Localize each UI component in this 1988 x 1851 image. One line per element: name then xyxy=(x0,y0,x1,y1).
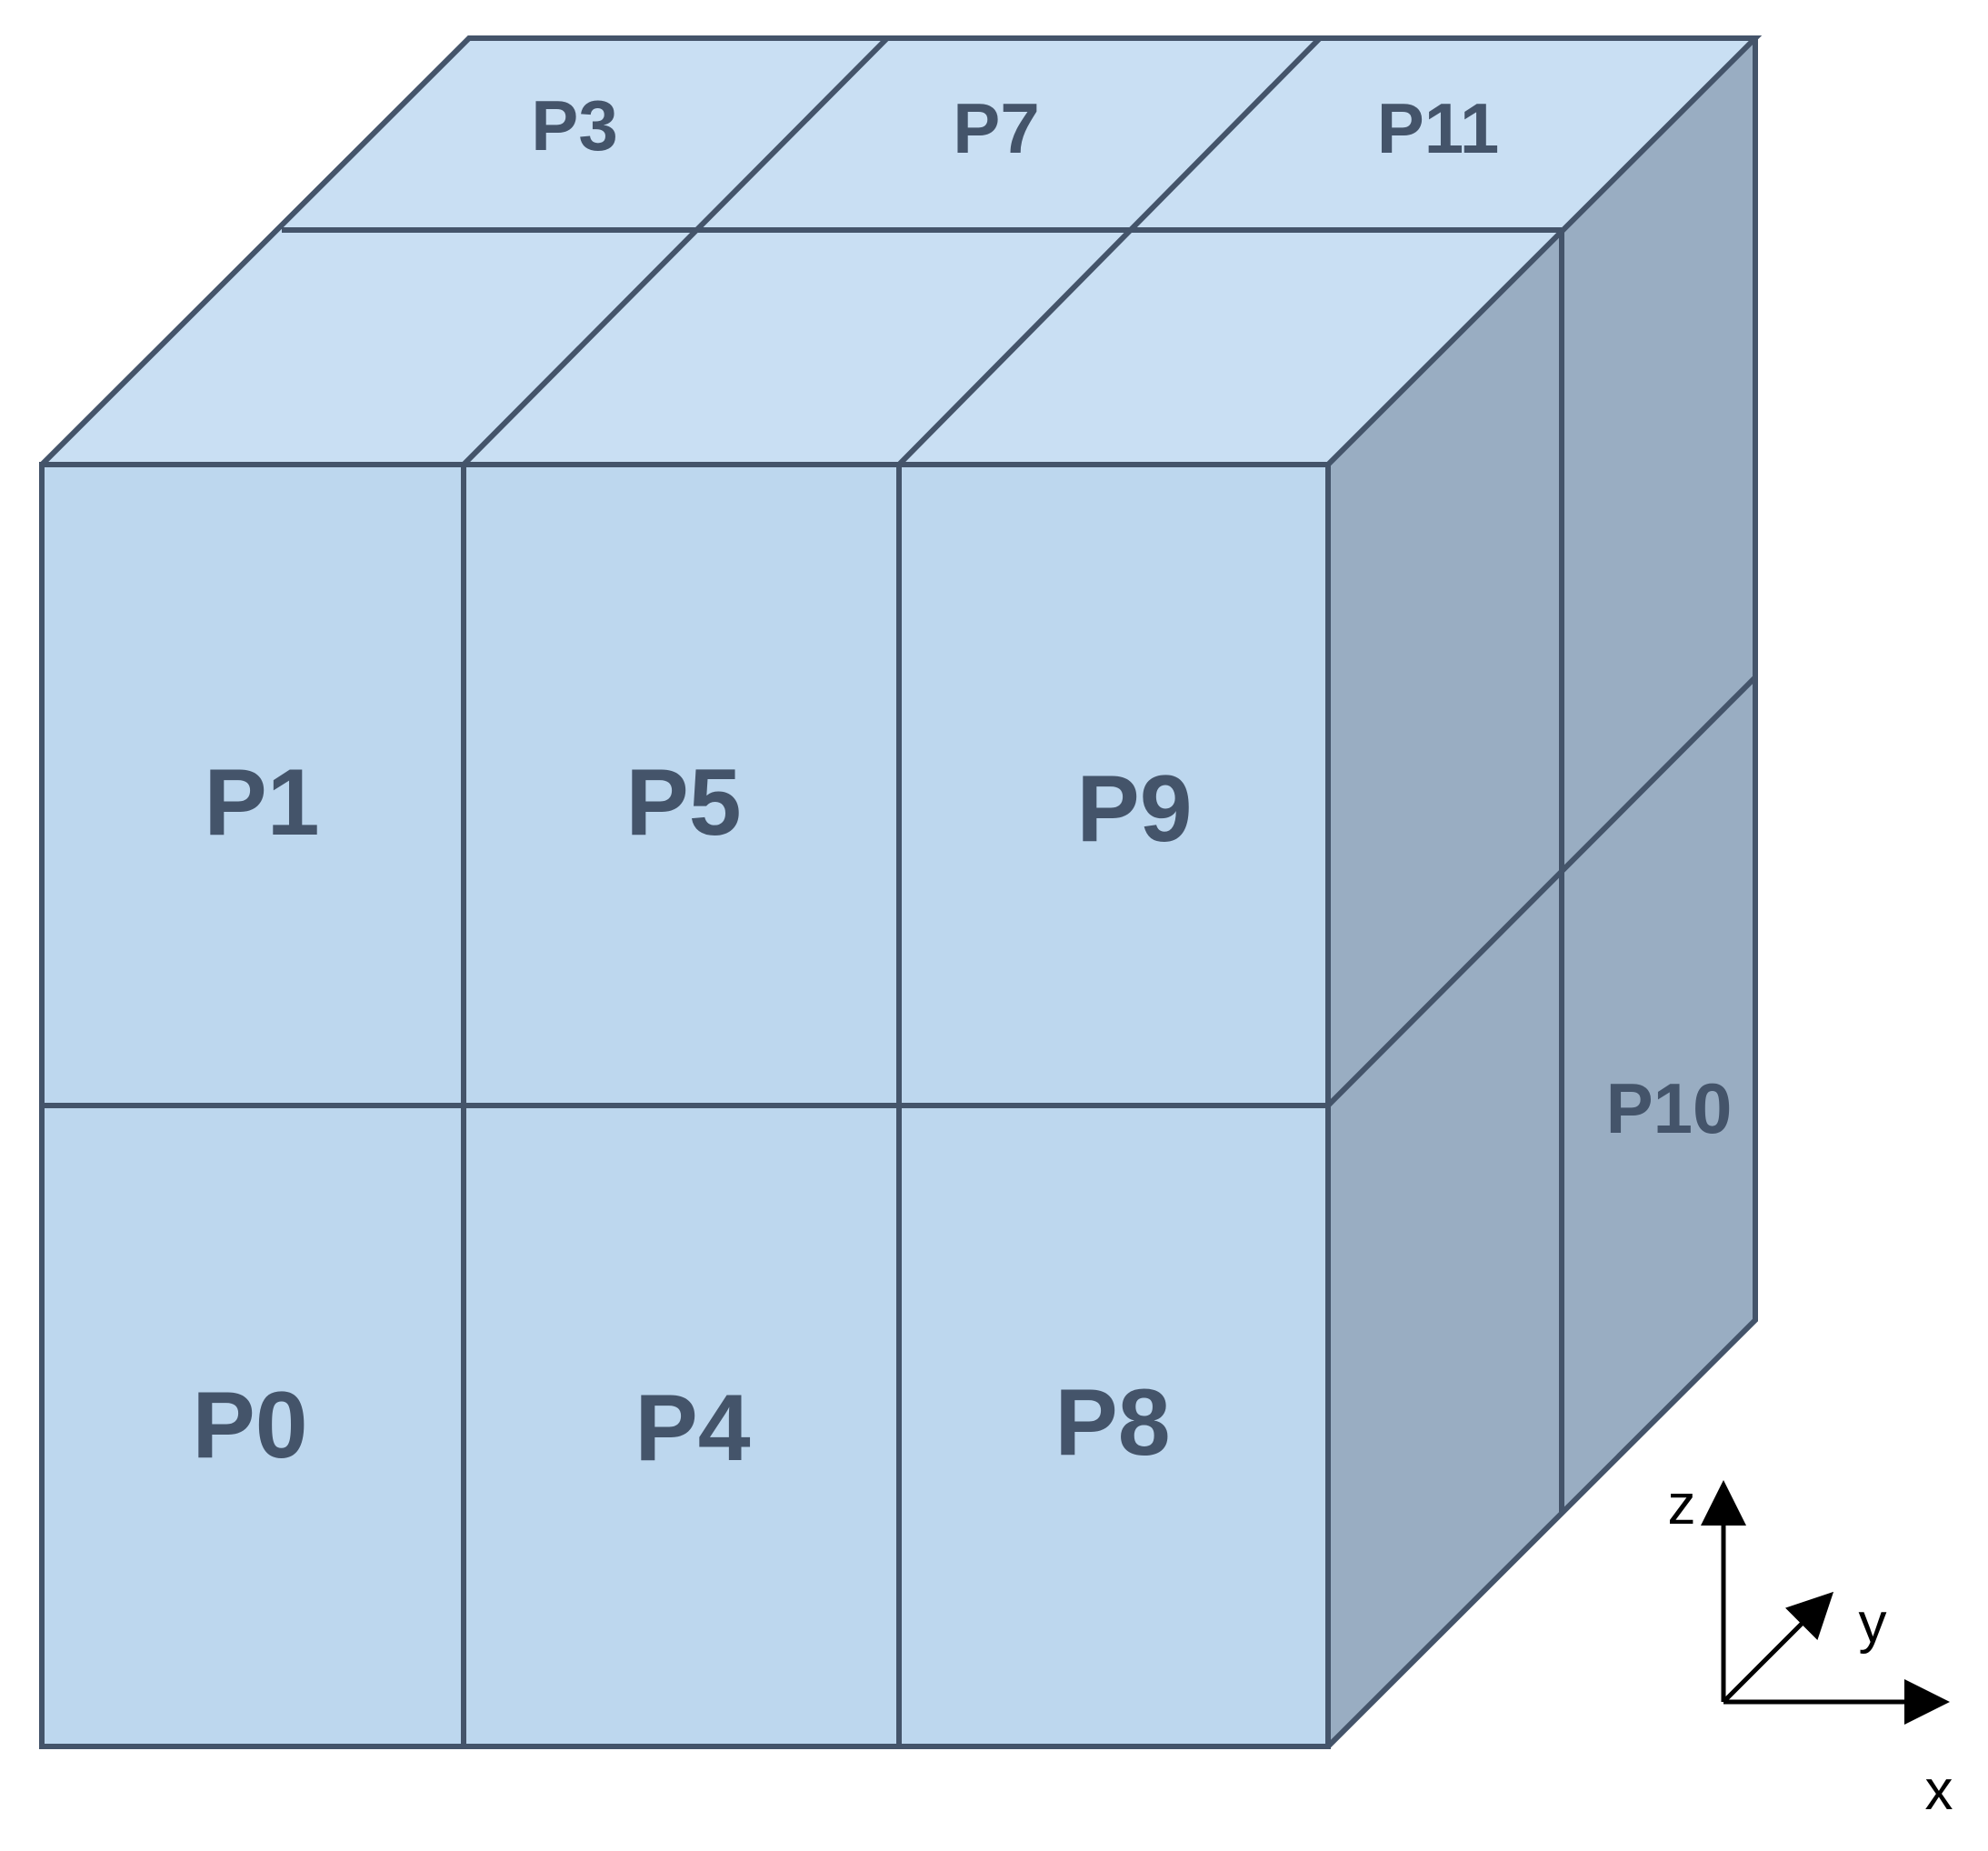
front-grid xyxy=(42,465,1328,1746)
top-face xyxy=(42,38,1755,465)
partition-label-p8: P8 xyxy=(1054,1370,1170,1476)
partition-label-p3: P3 xyxy=(531,85,617,165)
side-divider-horizontal xyxy=(1325,675,1758,1108)
top-face-fill xyxy=(42,38,1755,465)
partition-label-p4: P4 xyxy=(634,1376,750,1481)
partition-label-p9: P9 xyxy=(1076,756,1192,862)
top-outline xyxy=(39,35,1763,467)
top-grid xyxy=(282,35,1562,467)
axes-indicator: z y x xyxy=(1668,1474,1953,1822)
side-grid xyxy=(1325,230,1758,1512)
top-divider-2 xyxy=(896,35,1323,467)
top-divider-1 xyxy=(461,35,890,467)
partition-label-p7: P7 xyxy=(953,88,1039,168)
front-labels: P1 P5 P9 P0 P4 P8 xyxy=(192,750,1192,1481)
side-outline xyxy=(1325,38,1758,1749)
top-labels: P3 P7 P11 xyxy=(531,85,1499,168)
partition-label-p0: P0 xyxy=(192,1373,307,1478)
partition-label-p11: P11 xyxy=(1377,88,1499,168)
y-axis-label: y xyxy=(1859,1592,1887,1655)
y-axis-arrow xyxy=(1722,1591,1834,1704)
partition-label-p1: P1 xyxy=(204,750,319,855)
x-axis-label: x xyxy=(1925,1759,1953,1822)
cube-outline xyxy=(39,35,1763,1749)
side-labels: P10 xyxy=(1606,1068,1733,1148)
front-outline xyxy=(39,462,1331,1749)
partition-label-p5: P5 xyxy=(625,750,741,855)
partition-label-p10: P10 xyxy=(1606,1068,1733,1148)
z-axis-label: z xyxy=(1668,1474,1696,1536)
